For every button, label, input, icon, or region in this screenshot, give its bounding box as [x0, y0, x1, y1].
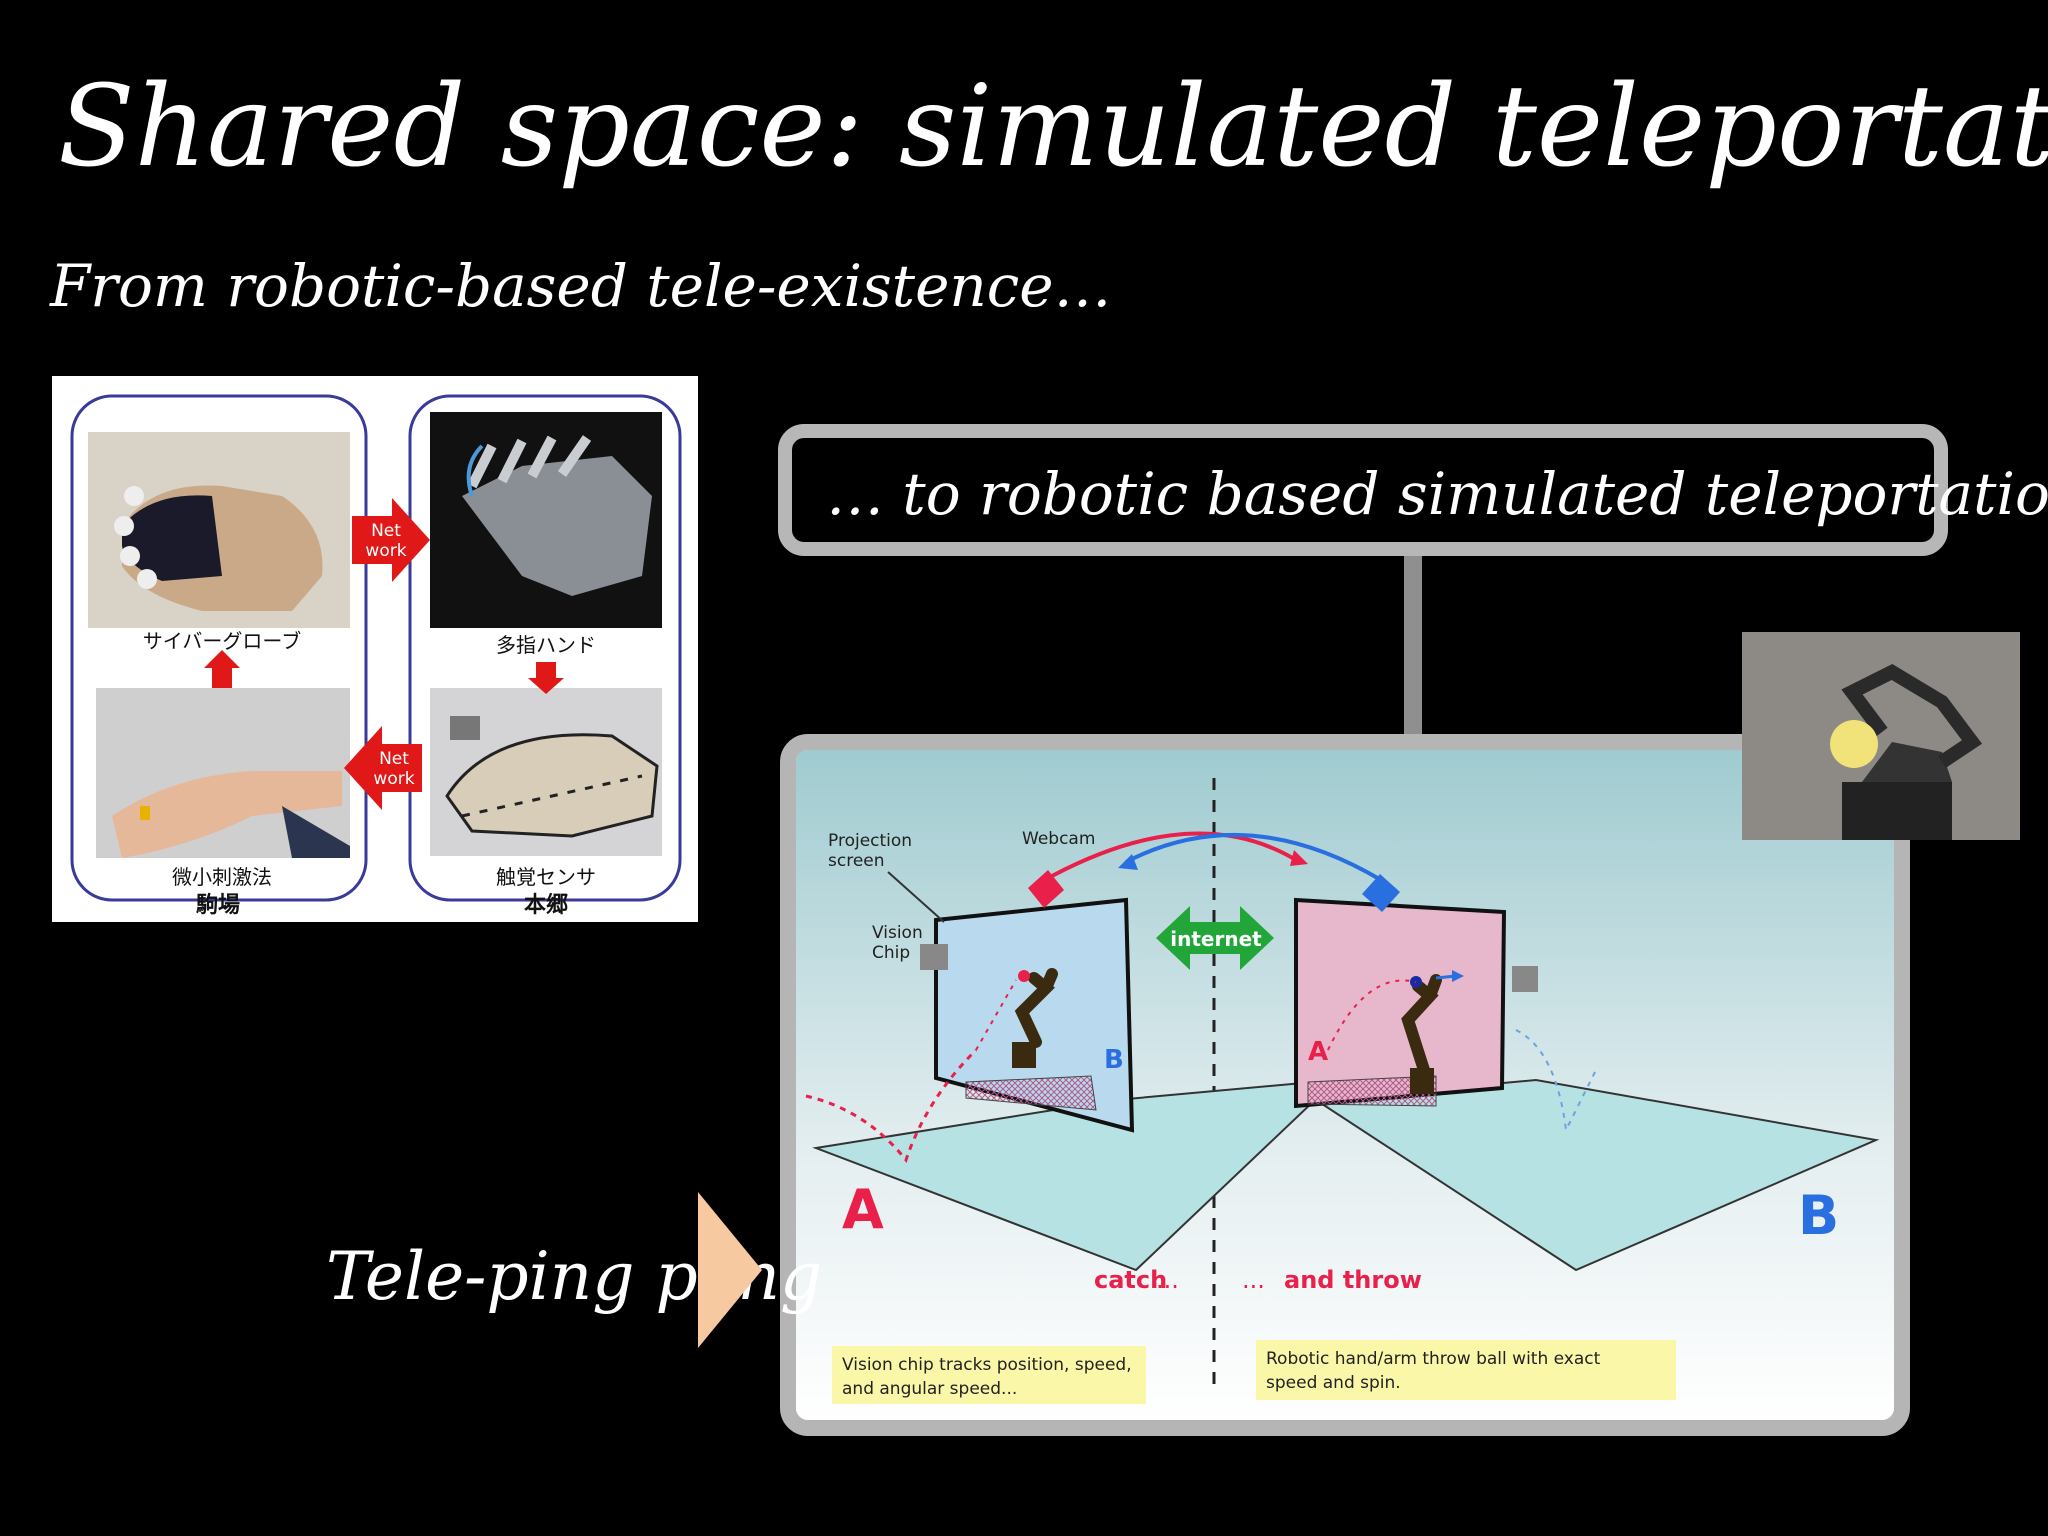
svg-text:...: ...: [1242, 1266, 1265, 1294]
label-vision-chip-2: Chip: [872, 943, 910, 963]
svg-text:speed and spin.: speed and spin.: [1266, 1373, 1401, 1393]
svg-text:Net: Net: [371, 521, 401, 541]
projection-screen-left: [934, 897, 1135, 1133]
vision-chip-right: [1512, 966, 1538, 992]
multi-finger-hand-photo: [430, 412, 662, 628]
svg-text:...: ...: [1156, 1266, 1179, 1294]
pointer-arrow: [698, 1192, 762, 1348]
cyber-glove-photo: [88, 432, 350, 628]
internet-arrow: internet: [1156, 906, 1274, 970]
svg-text:work: work: [365, 541, 406, 561]
left-frame: [70, 394, 368, 902]
caption-multi-finger-hand: 多指ハンド: [496, 633, 596, 657]
tele-existence-figure: Net work Net work サイバーグローブ 多指ハンド 微小刺激法 触…: [52, 376, 698, 922]
note-right: [1256, 1340, 1676, 1400]
arrow-up-left: [204, 650, 240, 688]
label-projection-screen-1: Projection: [828, 831, 912, 851]
slide-subtitle: From robotic-based tele-existence…: [50, 252, 1112, 320]
tactile-sensor-photo: [430, 688, 662, 856]
note-left: [832, 1346, 1146, 1404]
slide-title: Shared space: simulated teleportation: [58, 62, 2048, 192]
svg-text:Net: Net: [379, 749, 409, 769]
caption-micro-stimulation: 微小刺激法: [172, 865, 272, 889]
place-komaba: 駒場: [196, 892, 240, 918]
network-arrow-bottom: Net work: [344, 726, 422, 810]
label-webcam: Webcam: [1022, 829, 1095, 849]
svg-text:Vision chip tracks position, s: Vision chip tracks position, speed,: [842, 1355, 1132, 1375]
label-and-throw: and throw: [1284, 1266, 1422, 1294]
place-hongo: 本郷: [524, 892, 568, 918]
label-internet: internet: [1170, 927, 1262, 951]
micro-stimulation-photo: [96, 688, 350, 858]
arrow-down-right: [528, 662, 564, 694]
label-catch: catch: [1094, 1266, 1167, 1294]
callout-connector: [1404, 556, 1422, 740]
label-vision-chip-1: Vision: [872, 923, 923, 943]
label-projection-screen-2: screen: [828, 851, 885, 871]
robot-arm-left: [1014, 968, 1058, 1048]
caption-tactile-sensor: 触覚センサ: [496, 865, 596, 889]
robot-arm-right: [1401, 974, 1442, 1076]
caption-cyber-glove: サイバーグローブ: [143, 629, 301, 653]
tele-ping-pong-diagram: Projection screen Webcam Vision Chip A B…: [780, 734, 1910, 1436]
label-b-left: B: [1104, 1045, 1124, 1075]
right-frame: [408, 394, 682, 902]
webcam-left: [1028, 870, 1064, 908]
network-arrow-top: Net work: [352, 498, 430, 582]
vision-chip-left: [920, 944, 948, 970]
projection-screen-right: [1294, 897, 1507, 1109]
label-b-right: B: [1798, 1184, 1839, 1247]
svg-text:work: work: [373, 769, 414, 789]
label-a-left: A: [842, 1178, 884, 1241]
callout-box: … to robotic based simulated teleportati…: [778, 424, 2048, 556]
label-a-right: A: [1308, 1037, 1328, 1067]
webcam-right: [1362, 874, 1400, 912]
svg-text:and angular speed...: and angular speed...: [842, 1379, 1017, 1399]
robot-hand-photo: [1742, 632, 2020, 840]
callout-text: … to robotic based simulated teleportati…: [826, 460, 2048, 528]
svg-text:Robotic hand/arm throw ball wi: Robotic hand/arm throw ball with exact: [1266, 1349, 1601, 1369]
